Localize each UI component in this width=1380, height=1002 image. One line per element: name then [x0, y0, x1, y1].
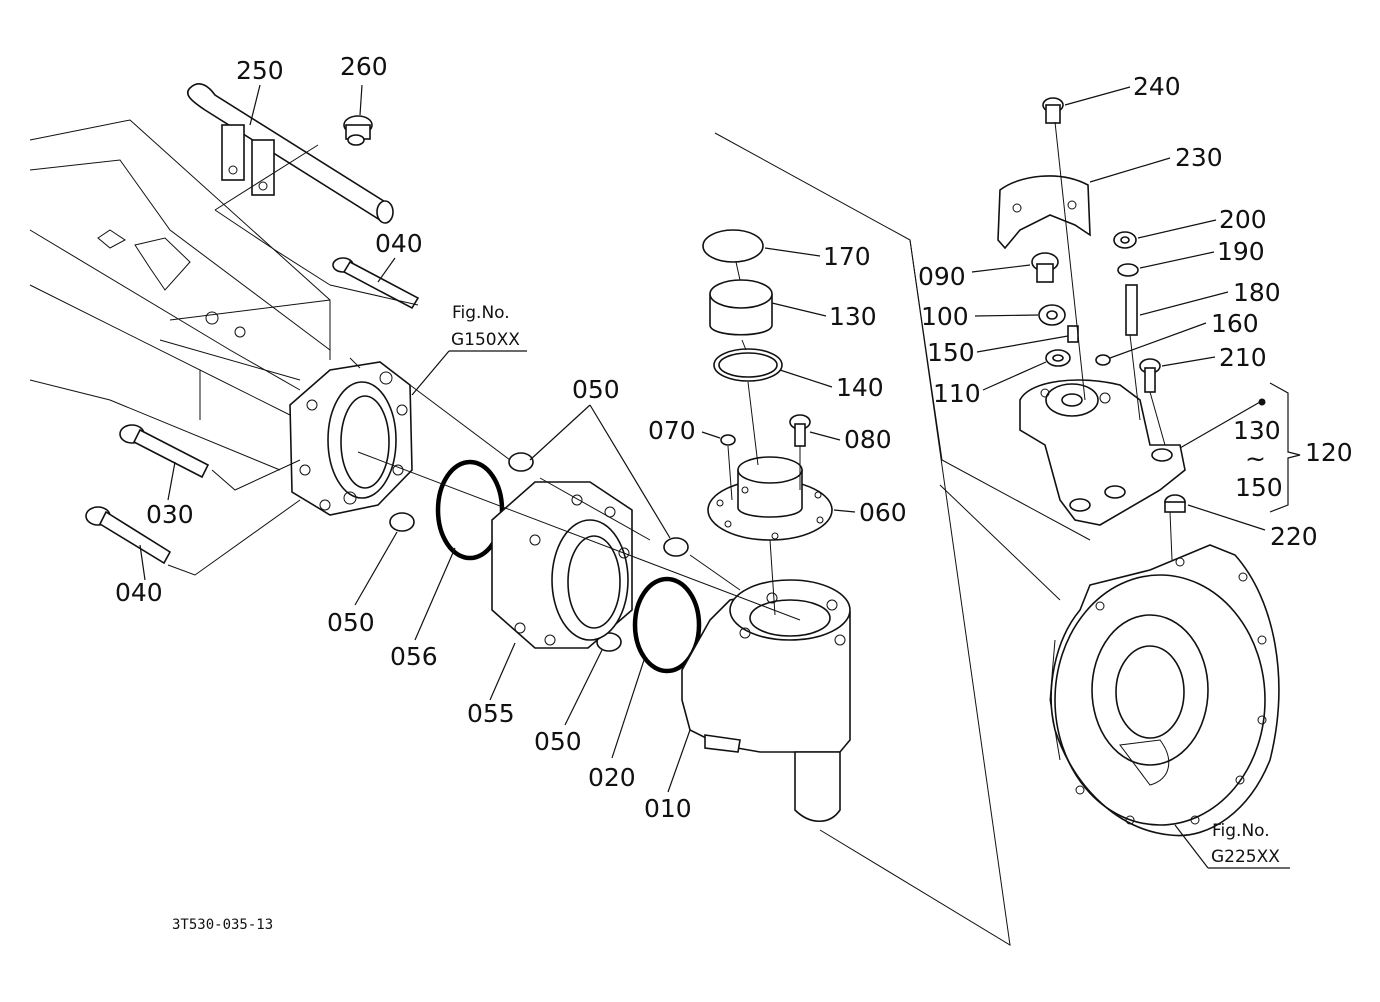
label-180: 180: [1233, 278, 1281, 307]
grease-nipple-150: [1067, 325, 1079, 343]
assembly-lines: [167, 121, 1173, 946]
label-230: 230: [1175, 143, 1223, 172]
label-055: 055: [467, 699, 515, 728]
label-090: 090: [918, 262, 966, 291]
axle-beam-housing: [29, 119, 413, 516]
bolt-040-lower: [85, 506, 172, 565]
bolt-210: [1139, 358, 1161, 393]
label-040-lower: 040: [115, 578, 163, 607]
label-140: 140: [836, 373, 884, 402]
label-130: 130: [829, 302, 877, 331]
stud-180: [1125, 284, 1138, 336]
grease-nipple-070: [720, 434, 736, 446]
leader-lines: [139, 84, 1301, 869]
seal-140: [713, 348, 783, 382]
label-200: 200: [1219, 205, 1267, 234]
bolt-090: [1031, 252, 1059, 283]
nipple-160: [1095, 354, 1111, 366]
bolt-240: [1042, 97, 1064, 124]
nut-200: [1113, 231, 1137, 249]
o-ring-056: [435, 459, 505, 561]
label-260: 260: [340, 52, 388, 81]
label-130-range-start: 130: [1233, 416, 1281, 445]
label-150: 150: [927, 338, 975, 367]
collar-100: [1038, 304, 1066, 326]
fig-ref-g225xx: Fig.No. G225XX: [1211, 821, 1280, 867]
fig-ref-code-right: G225XX: [1211, 847, 1280, 867]
knuckle-case-010: [681, 579, 851, 823]
spacer-housing-055: [491, 481, 633, 649]
label-010: 010: [644, 794, 692, 823]
fig-ref-title-right: Fig.No.: [1212, 821, 1270, 841]
label-120: 120: [1305, 438, 1353, 467]
arm-assembly-120: [1019, 379, 1186, 526]
label-250: 250: [236, 56, 284, 85]
bushing-220: [1164, 494, 1186, 513]
label-050-left: 050: [327, 608, 375, 637]
bolt-030: [119, 424, 210, 479]
bracket-230: [997, 175, 1091, 250]
label-070: 070: [648, 416, 696, 445]
fig-ref-title-left: Fig.No.: [452, 303, 510, 323]
label-030: 030: [146, 500, 194, 529]
o-ring-020: [632, 576, 702, 674]
label-050-top: 050: [572, 375, 620, 404]
washer-110: [1045, 349, 1071, 367]
breather-pipe: [186, 83, 394, 286]
hollow-bolt-260: [343, 115, 373, 146]
label-110: 110: [933, 379, 981, 408]
bolt-040-upper: [332, 257, 420, 310]
label-060: 060: [859, 498, 907, 527]
label-100: 100: [921, 302, 969, 331]
label-050-bottom: 050: [534, 727, 582, 756]
fig-ref-code-left: G150XX: [451, 330, 520, 350]
label-220: 220: [1270, 522, 1318, 551]
label-190: 190: [1217, 237, 1265, 266]
label-160: 160: [1211, 309, 1259, 338]
bushing-050-b: [389, 512, 415, 532]
label-080: 080: [844, 425, 892, 454]
bushing-050-c: [663, 537, 689, 557]
drawing-code: 3T530-035-13: [172, 917, 273, 933]
label-210: 210: [1219, 343, 1267, 372]
bearing-130: [709, 279, 773, 336]
label-020: 020: [588, 763, 636, 792]
fig-ref-g150xx: Fig.No. G150XX: [451, 303, 520, 350]
label-170: 170: [823, 242, 871, 271]
bolt-080: [789, 414, 811, 447]
label-150-range-end: 150: [1235, 473, 1283, 502]
callout-labels: 250 260 040 030 040 050 050 050 056 055 …: [115, 52, 1353, 823]
label-range-tilde: ~: [1245, 444, 1266, 473]
label-056: 056: [390, 642, 438, 671]
washer-190: [1117, 263, 1139, 277]
label-040-upper: 040: [375, 229, 423, 258]
bushing-050-a: [508, 452, 534, 472]
label-240: 240: [1133, 72, 1181, 101]
cap-170: [702, 229, 764, 263]
bevel-gear-case: [1049, 544, 1280, 837]
cover-060: [707, 456, 833, 541]
